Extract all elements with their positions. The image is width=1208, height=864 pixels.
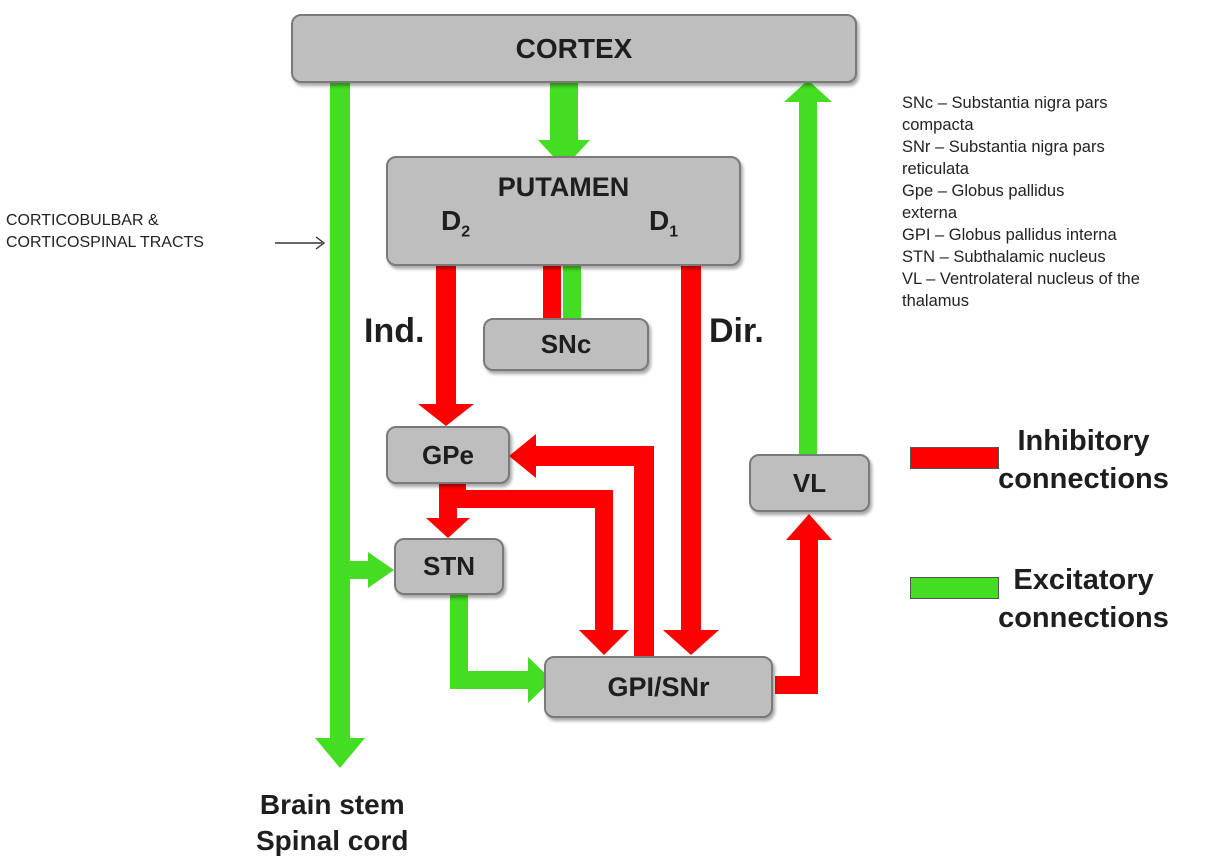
gpe-box: GPe <box>386 426 510 484</box>
arrow-gpi-to-gpe <box>509 434 654 660</box>
arrow-cortex-to-putamen <box>538 82 590 168</box>
inhibitory-legend-label: Inhibitory connections <box>998 425 1169 495</box>
putamen-label: PUTAMEN <box>497 172 630 202</box>
arrow-putamen-to-gpi <box>663 262 719 655</box>
cortex-box: CORTEX <box>291 14 857 83</box>
tract-pointer-head <box>315 236 326 250</box>
abbreviation-item: SNr – Substantia nigra pars reticulata <box>902 138 1105 178</box>
gpi-snr-label: GPI/SNr <box>607 671 710 702</box>
gpi-snr-box: GPI/SNr <box>544 656 773 718</box>
tract-label: CORTICOBULBAR & CORTICOSPINAL TRACTS <box>6 212 204 251</box>
arrow-putamen-to-gpe <box>418 262 474 426</box>
snc-box: SNc <box>483 318 649 371</box>
gpe-label: GPe <box>421 439 475 470</box>
output-label: Brain stem Spinal cord <box>256 789 409 856</box>
direct-pathway-label: Dir. <box>709 312 764 350</box>
abbreviation-item: SNc – Substantia nigra pars compacta <box>902 94 1108 134</box>
d1-receptor-label: D1 <box>649 205 679 241</box>
abbreviation-list: SNc – Substantia nigra pars compacta SNr… <box>902 92 1172 312</box>
arrow-cortex-to-brainstem <box>315 82 365 768</box>
inhibitory-swatch <box>910 447 999 469</box>
arrow-gpi-to-vl <box>775 514 832 694</box>
cortex-label: CORTEX <box>515 32 633 64</box>
d2-receptor-label: D2 <box>441 205 471 241</box>
putamen-box: PUTAMEN <box>386 156 741 266</box>
abbreviation-item: STN – Subthalamic nucleus <box>902 248 1106 266</box>
abbreviation-item: GPI – Globus pallidus interna <box>902 226 1117 244</box>
stn-box: STN <box>394 538 504 595</box>
vl-box: VL <box>749 454 870 512</box>
arrow-vl-to-cortex <box>784 80 832 455</box>
abbreviation-item: Gpe – Globus pallidus externa <box>902 182 1065 222</box>
arrow-stn-to-gpi <box>450 592 552 703</box>
indirect-pathway-label: Ind. <box>364 312 425 350</box>
arrow-gpe-to-stn <box>426 483 470 538</box>
stn-label: STN <box>423 551 475 581</box>
vl-label: VL <box>792 467 827 498</box>
snc-label: SNc <box>540 329 592 359</box>
arrow-cortex-to-stn <box>350 552 394 588</box>
excitatory-legend-label: Excitatory connections <box>998 564 1169 634</box>
abbreviation-item: VL – Ventrolateral nucleus of the thalam… <box>902 270 1140 310</box>
excitatory-swatch <box>910 577 999 599</box>
arrow-gpe-to-gpi <box>448 483 629 655</box>
